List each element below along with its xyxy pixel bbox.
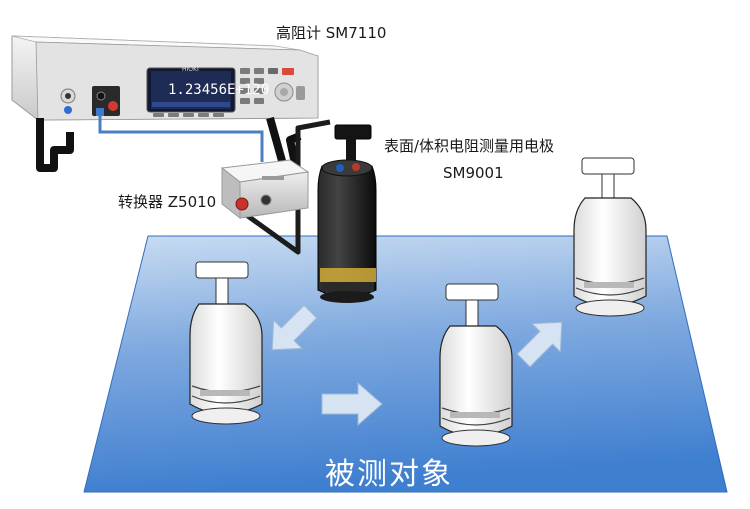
meter-label: 高阻计 SM7110 xyxy=(276,24,387,42)
meter-brand-text: HIOKI xyxy=(182,66,199,73)
arrow-down-left xyxy=(271,304,318,351)
arrow-right xyxy=(321,381,383,427)
electrode-label-line1: 表面/体积电阻测量用电极 xyxy=(384,137,555,155)
converter-label: 转换器 Z5010 xyxy=(118,193,217,211)
resistance-meter xyxy=(11,35,319,172)
white-electrode-right xyxy=(573,157,647,317)
blue-cable xyxy=(98,116,264,162)
electrode-label-line2: SM9001 xyxy=(443,164,504,182)
white-electrode-left xyxy=(189,261,263,425)
test-object-label: 被测对象 xyxy=(325,457,453,492)
meter-display-reading: 1.23456E+120 xyxy=(168,82,270,98)
meter-handle-left xyxy=(36,118,74,172)
converter-box xyxy=(220,159,310,220)
black-electrode xyxy=(317,124,377,303)
white-electrode-middle xyxy=(439,283,513,447)
test-object-sheet xyxy=(83,235,728,493)
arrow-up-right xyxy=(516,321,563,368)
meter-keypad xyxy=(153,68,264,117)
